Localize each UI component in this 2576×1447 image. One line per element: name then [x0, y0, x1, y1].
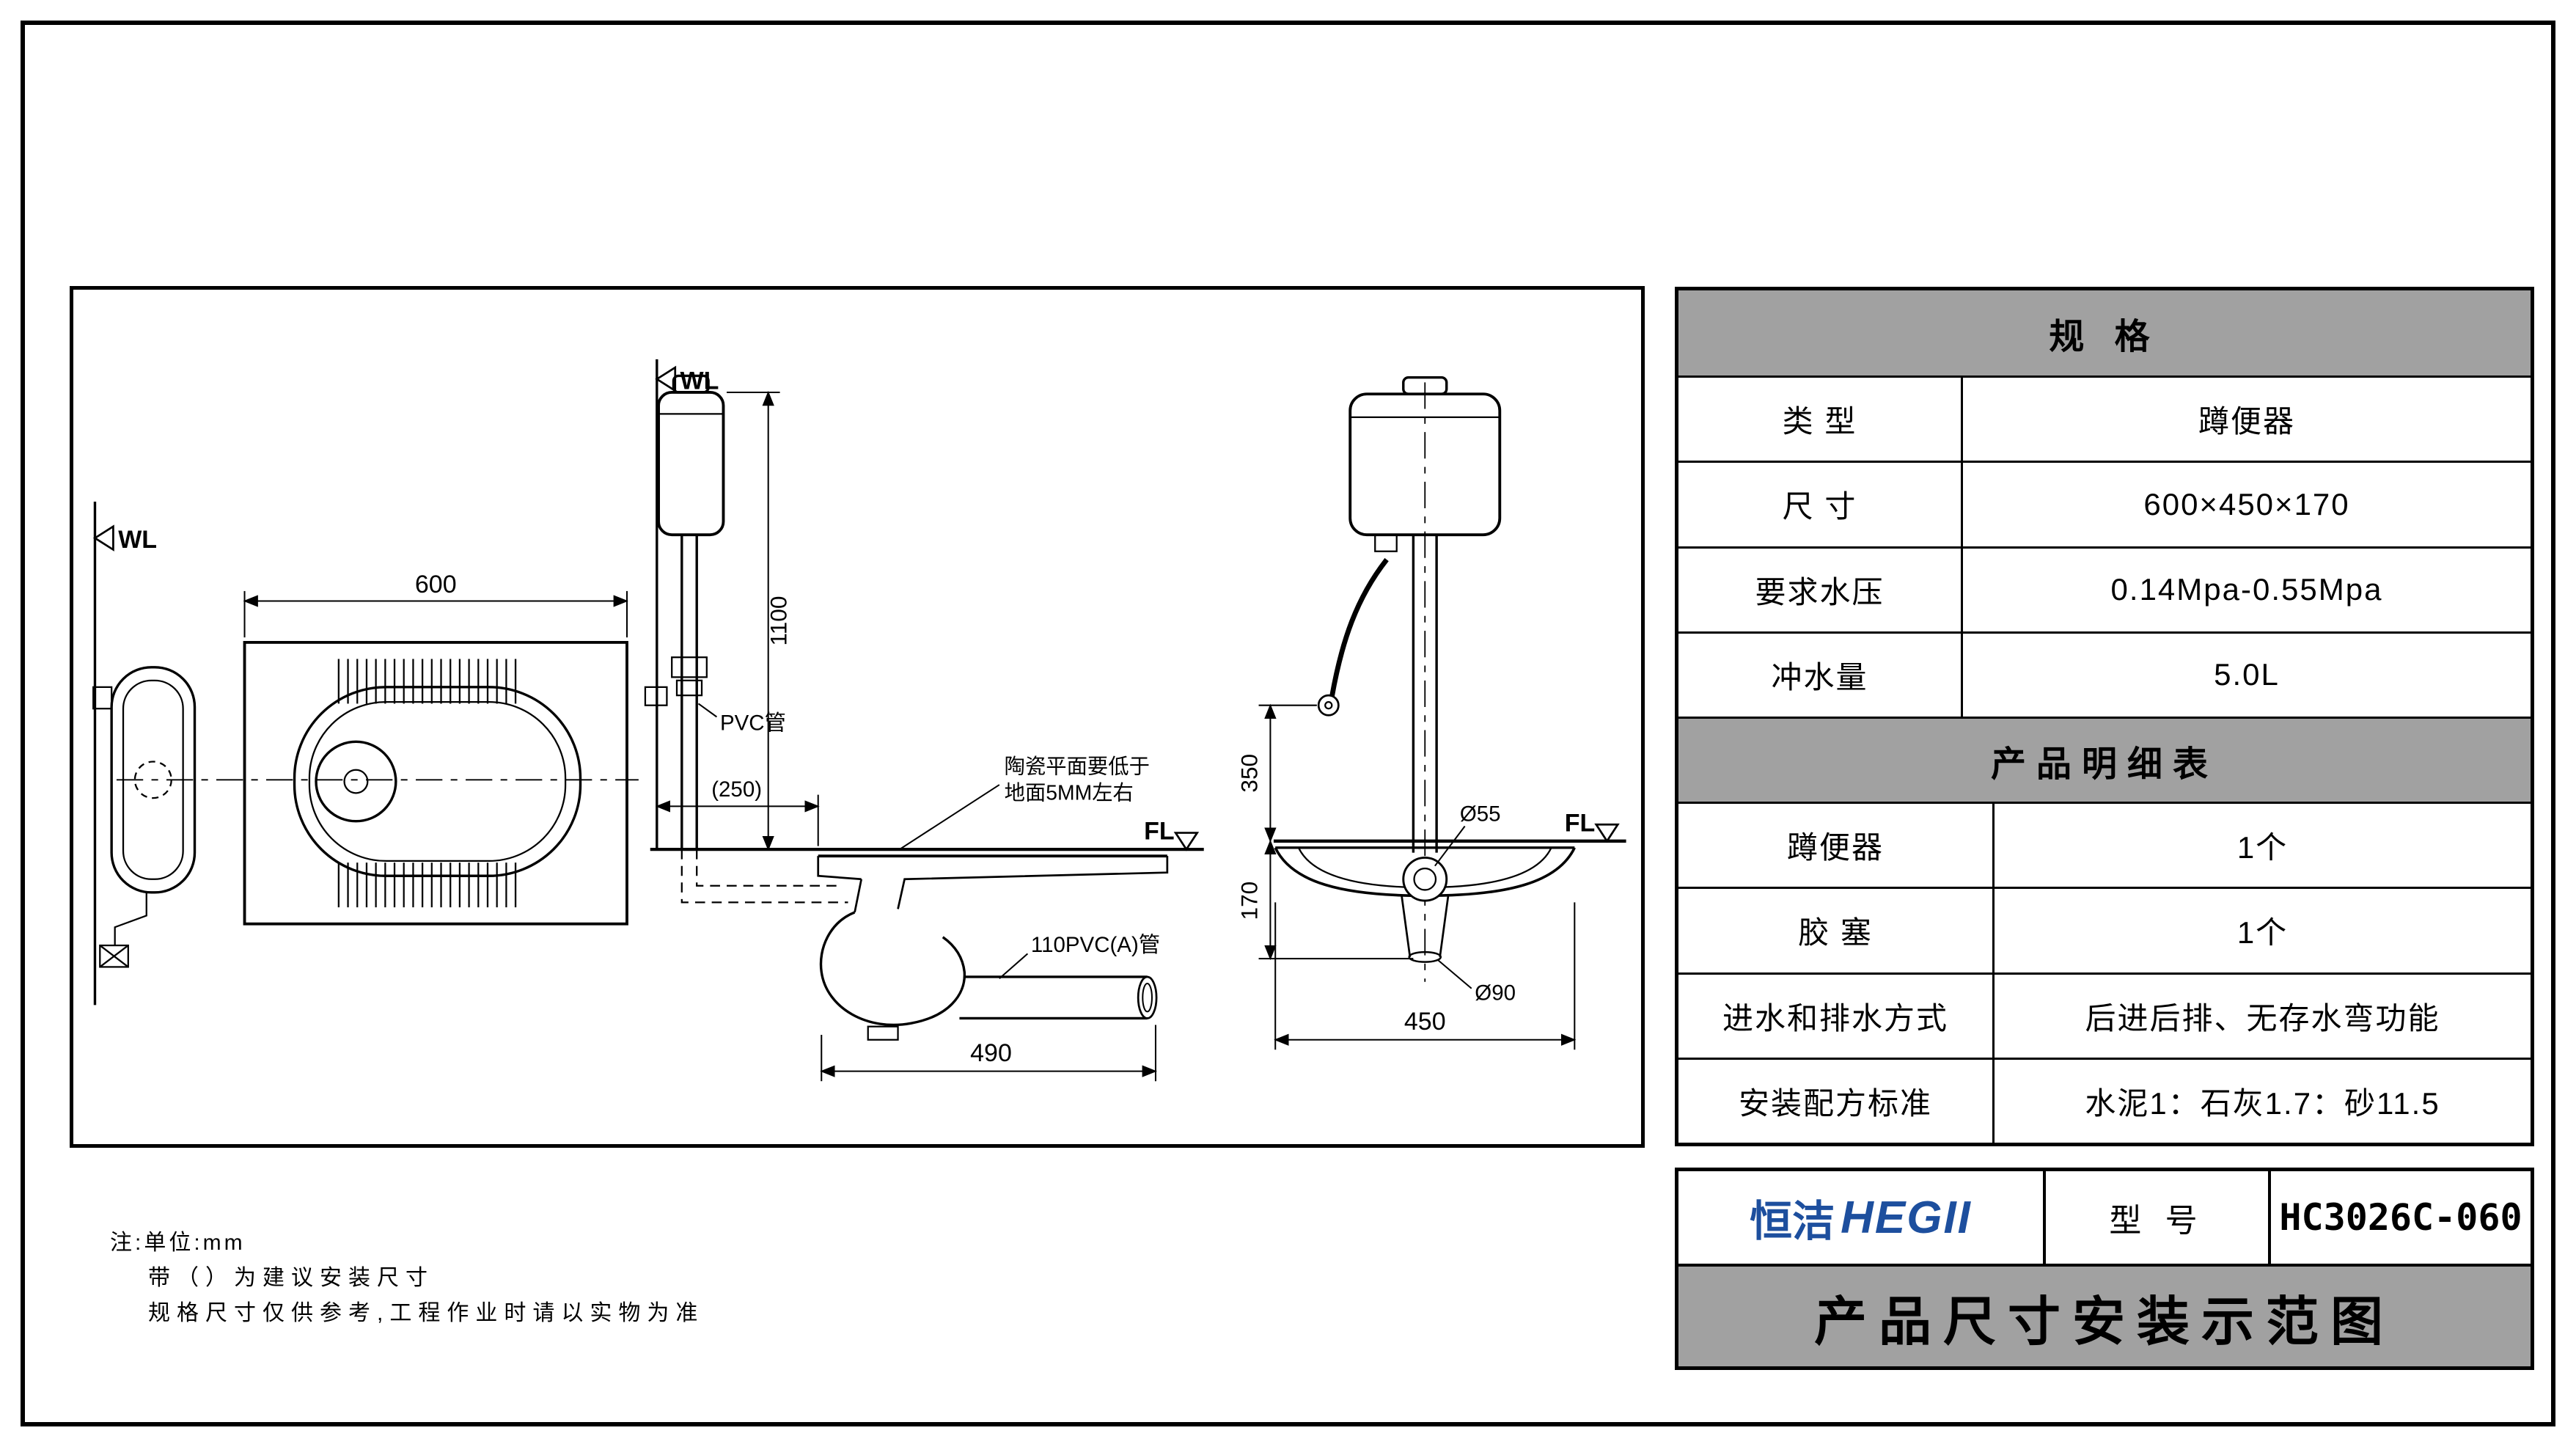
pvc-pipe-label: PVC管	[720, 711, 786, 736]
dim-490-label: 490	[970, 1039, 1012, 1067]
dim-250-lines	[655, 794, 820, 846]
spec-label: 要求水压	[1678, 546, 1961, 631]
dim-350-label: 350	[1236, 754, 1262, 793]
detail-row-plug: 胶 塞 1个	[1678, 887, 2531, 972]
model-number: HC3026C-060	[2268, 1171, 2531, 1264]
detail-label: 安装配方标准	[1678, 1057, 1992, 1143]
installation-drawing-panel: WL 600 WL PVC管 1100 (250) 陶瓷平面要低于 地面5MM左…	[70, 286, 1645, 1148]
detail-value: 1个	[1992, 802, 2531, 887]
dim-600-lines	[243, 590, 629, 638]
spec-label: 类 型	[1678, 376, 1961, 461]
fl-triangle-icon	[1173, 832, 1200, 851]
installation-drawing: WL 600 WL PVC管 1100 (250) 陶瓷平面要低于 地面5MM左…	[92, 359, 1626, 1082]
detail-table-header: 产品明细表	[1678, 716, 2531, 802]
dim-450-label: 450	[1404, 1008, 1446, 1036]
leader-ceramic-note	[899, 784, 1000, 850]
dim-250-label: (250)	[711, 777, 762, 802]
spec-value: 5.0L	[1961, 631, 2531, 717]
detail-label: 胶 塞	[1678, 887, 1992, 972]
cistern-side	[657, 391, 725, 537]
pipe-union-icon	[671, 656, 708, 678]
leader-phi90	[1437, 959, 1472, 989]
note-line-2: 带（）为建议安装尺寸	[148, 1266, 434, 1290]
detail-row-pan: 蹲便器 1个	[1678, 802, 2531, 887]
ceramic-note-line2: 地面5MM左右	[1005, 780, 1134, 804]
angle-valve-icon	[1317, 694, 1340, 717]
cistern-front	[1348, 392, 1502, 537]
dim-600-label: 600	[415, 571, 457, 598]
leader-phi55	[1434, 825, 1466, 867]
spec-label: 尺 寸	[1678, 461, 1961, 546]
dim-490-lines	[820, 1025, 1158, 1082]
wl-triangle-icon	[92, 524, 114, 552]
sheet-border	[21, 21, 2555, 1426]
spec-value: 0.14Mpa-0.55Mpa	[1961, 546, 2531, 631]
supply-hose	[1329, 557, 1389, 697]
spec-row-type: 类 型 蹲便器	[1678, 376, 2531, 461]
pan-plan-view	[243, 640, 628, 926]
dim-170-label: 170	[1236, 882, 1262, 920]
wl-label-left: WL	[118, 526, 157, 554]
brand-name-cn: 恒洁	[1750, 1198, 1835, 1245]
antislip-hatch-bottom	[336, 862, 523, 908]
valve-icon	[99, 944, 129, 968]
model-label: 型 号	[2043, 1171, 2268, 1264]
note-line-1: 注:单位:mm	[110, 1231, 246, 1255]
left-wall-line	[92, 501, 114, 1005]
detail-row-inlet-outlet: 进水和排水方式 后进后排、无存水弯功能	[1678, 972, 2531, 1058]
outlet-funnel	[1401, 895, 1450, 958]
spec-row-size: 尺 寸 600×450×170	[1678, 461, 2531, 546]
fl-label-right: FL	[1565, 809, 1596, 837]
spec-row-pressure: 要求水压 0.14Mpa-0.55Mpa	[1678, 546, 2531, 631]
spec-table: 规 格 类 型 蹲便器 尺 寸 600×450×170 要求水压 0.14Mpa…	[1675, 287, 2534, 1146]
wl-label-mid: WL	[680, 367, 719, 395]
inlet-hole	[1402, 856, 1448, 902]
dim-phi90-label: Ø90	[1475, 981, 1516, 1005]
ceramic-note-line1: 陶瓷平面要低于	[1005, 754, 1150, 777]
front-elevation-view	[1273, 376, 1626, 989]
brand-name-en: HEGII	[1841, 1192, 1972, 1243]
wl-triangle-icon	[655, 365, 677, 393]
spec-label: 冲水量	[1678, 631, 1961, 717]
leader-pvc	[697, 703, 718, 718]
leader-110pvc	[999, 953, 1029, 979]
fl-label-mid: FL	[1144, 818, 1175, 846]
detail-label: 蹲便器	[1678, 802, 1992, 887]
detail-label: 进水和排水方式	[1678, 972, 1992, 1058]
spec-value: 蹲便器	[1961, 376, 2531, 461]
sheet-title: 产品尺寸安装示范图	[1678, 1264, 2531, 1366]
spec-row-flush-volume: 冲水量 5.0L	[1678, 631, 2531, 717]
fl-triangle-icon	[1594, 823, 1620, 843]
footnotes: 注:单位:mm 带（）为建议安装尺寸 规格尺寸仅供参考,工程作业时请以实物为准	[110, 1219, 704, 1325]
dim-450-lines	[1274, 902, 1577, 1050]
p-trap	[819, 911, 1158, 1041]
drawing-texts: WL 600 WL PVC管 1100 (250) 陶瓷平面要低于 地面5MM左…	[118, 367, 1595, 1068]
dim-350-170-lines	[1258, 703, 1414, 961]
side-elevation-view	[644, 359, 1204, 913]
drawing-linework	[92, 359, 1626, 1082]
dim-1100-label: 1100	[766, 596, 792, 646]
spec-value: 600×450×170	[1961, 461, 2531, 546]
note-line-3: 规格尺寸仅供参考,工程作业时请以实物为准	[148, 1301, 705, 1325]
detail-value: 水泥1：石灰1.7：砂11.5	[1992, 1057, 2531, 1143]
detail-value: 1个	[1992, 887, 2531, 972]
dim-phi55-label: Ø55	[1460, 802, 1501, 827]
spec-table-header: 规 格	[1678, 290, 2531, 376]
antislip-hatch-top	[336, 659, 523, 704]
detail-value: 后进后排、无存水弯功能	[1992, 972, 2531, 1058]
pvc110-pipe-label: 110PVC(A)管	[1031, 933, 1160, 957]
pan-side-view	[92, 666, 197, 968]
dim-1100-lines	[727, 390, 780, 851]
detail-row-mortar: 安装配方标准 水泥1：石灰1.7：砂11.5	[1678, 1057, 2531, 1143]
